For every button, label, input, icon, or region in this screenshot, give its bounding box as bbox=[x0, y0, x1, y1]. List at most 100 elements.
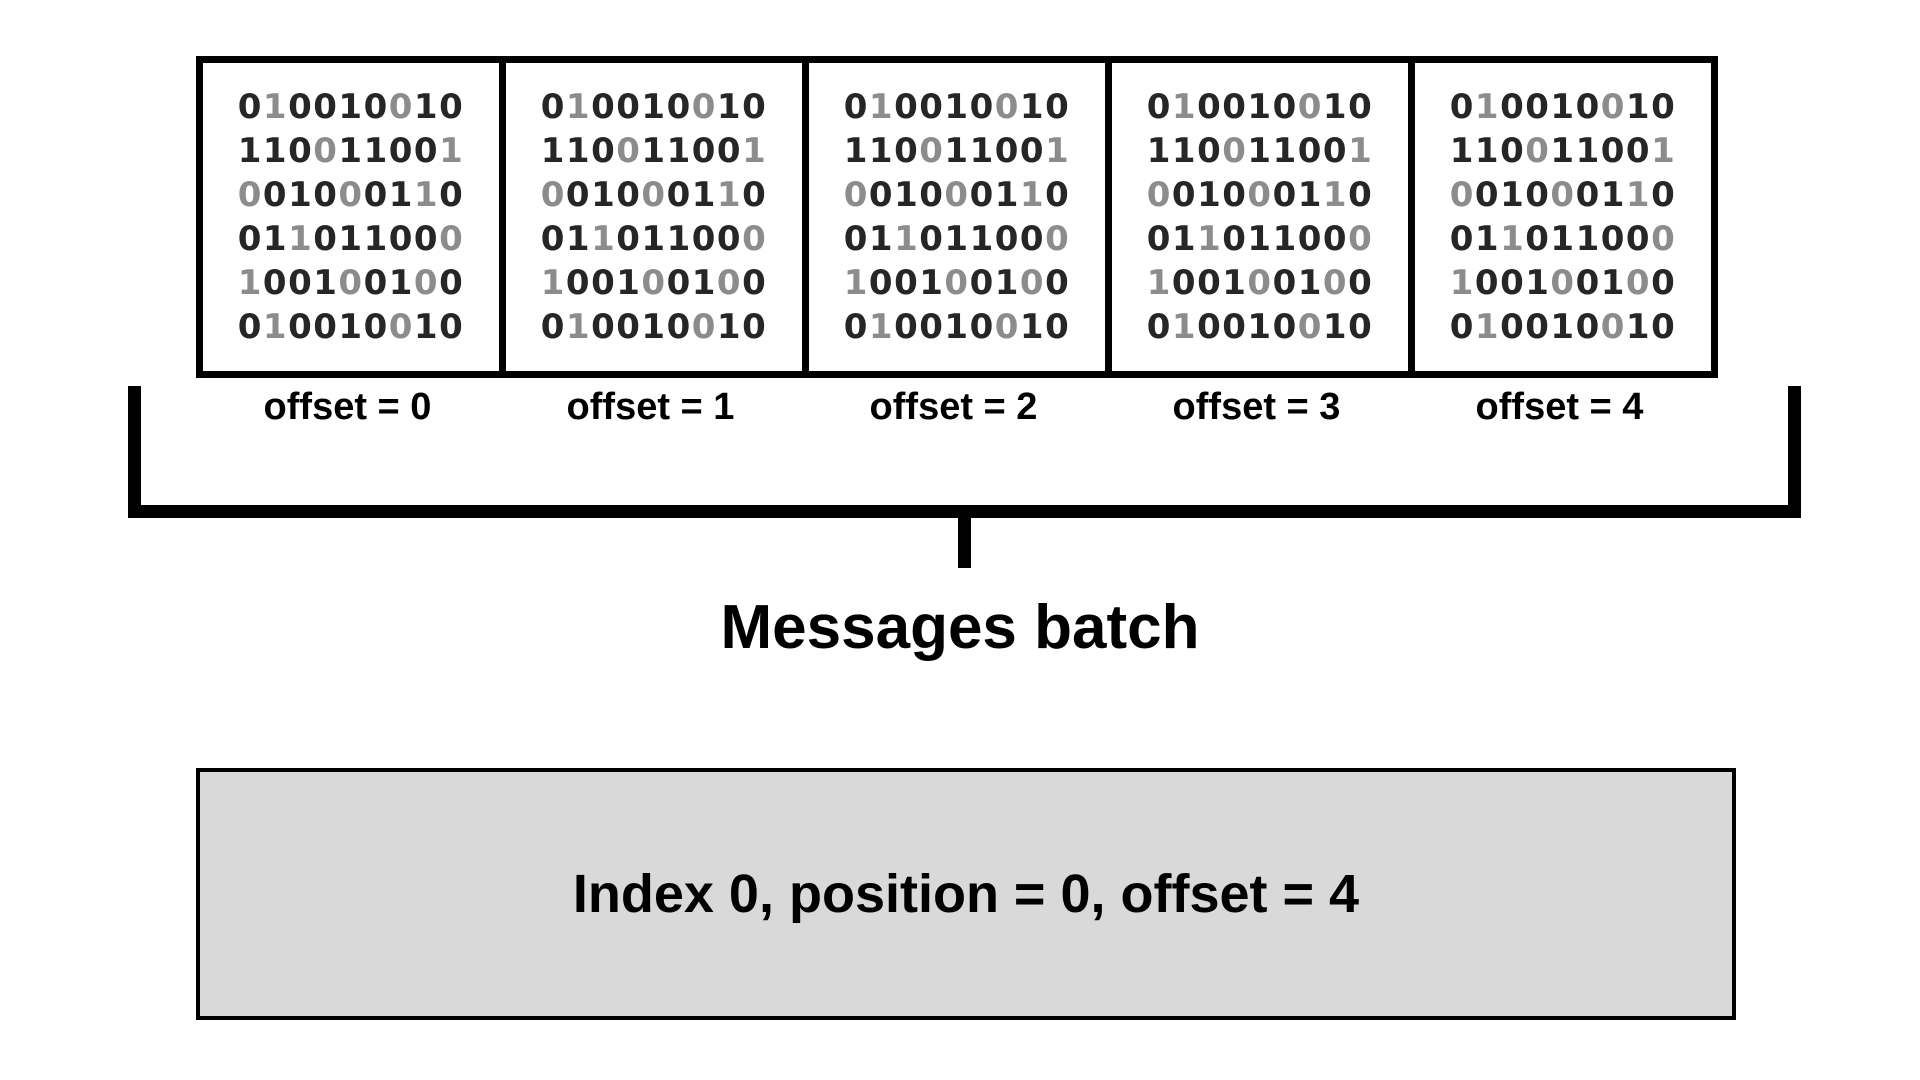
bit-digit: 0 bbox=[868, 175, 895, 215]
bit-digit: 0 bbox=[843, 307, 869, 347]
bit-digit: 0 bbox=[1651, 307, 1677, 347]
bit-digit: 0 bbox=[1625, 219, 1652, 259]
bit-digit: 0 bbox=[313, 307, 339, 347]
bit-digit: 1 bbox=[1171, 219, 1198, 259]
bit-digit: 0 bbox=[237, 307, 263, 347]
bit-digit: 0 bbox=[1525, 87, 1551, 127]
bit-digit: 0 bbox=[1600, 131, 1626, 171]
bit-digit: 1 bbox=[691, 263, 717, 303]
bit-digit: 1 bbox=[716, 307, 743, 347]
bit-digit: 0 bbox=[540, 219, 566, 259]
bit-digit: 1 bbox=[237, 263, 263, 303]
bit-digit: 1 bbox=[716, 87, 743, 127]
bit-digit: 1 bbox=[716, 175, 743, 215]
bit-digit: 1 bbox=[338, 307, 364, 347]
bit-digit: 1 bbox=[413, 87, 440, 127]
bit-digit: 0 bbox=[742, 87, 768, 127]
bit-digit: 0 bbox=[439, 175, 465, 215]
bit-digit: 0 bbox=[1146, 175, 1172, 215]
index-info-box: Index 0, position = 0, offset = 4 bbox=[196, 768, 1736, 1020]
bit-digit: 0 bbox=[1525, 219, 1551, 259]
bit-digit: 1 bbox=[1045, 131, 1071, 171]
bit-digit: 0 bbox=[1550, 175, 1576, 215]
bit-digit: 1 bbox=[1449, 131, 1475, 171]
bit-digit: 0 bbox=[919, 307, 945, 347]
bit-digit: 0 bbox=[1600, 307, 1626, 347]
bit-digit: 1 bbox=[843, 131, 869, 171]
bit-digit: 0 bbox=[1651, 219, 1677, 259]
bit-digit: 1 bbox=[1222, 263, 1248, 303]
bit-digit: 0 bbox=[439, 263, 465, 303]
bit-digit: 1 bbox=[742, 131, 768, 171]
bit-digit: 1 bbox=[843, 263, 869, 303]
bit-digit: 0 bbox=[1045, 219, 1071, 259]
bit-digit: 1 bbox=[1247, 87, 1273, 127]
offset-label: offset = 3 bbox=[1172, 386, 1341, 428]
bit-digit: 0 bbox=[691, 219, 717, 259]
bit-digit: 1 bbox=[1019, 175, 1046, 215]
bit-digit: 0 bbox=[1474, 263, 1501, 303]
bracket-right-arm bbox=[1788, 386, 1801, 518]
bit-digit: 0 bbox=[1500, 87, 1526, 127]
bit-digit: 1 bbox=[540, 263, 566, 303]
bit-digit: 1 bbox=[666, 219, 692, 259]
bits-row: 110011001 bbox=[541, 129, 768, 173]
bit-digit: 0 bbox=[994, 219, 1020, 259]
bits-row: 011011000 bbox=[1450, 217, 1677, 261]
bit-digit: 0 bbox=[313, 131, 339, 171]
bit-digit: 0 bbox=[1575, 263, 1601, 303]
bits-row: 010010010 bbox=[1147, 305, 1374, 349]
bits-row: 100100100 bbox=[1450, 261, 1677, 305]
bit-digit: 0 bbox=[565, 175, 592, 215]
bit-digit: 0 bbox=[894, 263, 920, 303]
bit-digit: 1 bbox=[413, 175, 440, 215]
bit-digit: 0 bbox=[288, 263, 314, 303]
bit-digit: 0 bbox=[388, 87, 414, 127]
bit-digit: 0 bbox=[413, 131, 440, 171]
bit-digit: 0 bbox=[338, 263, 364, 303]
bit-digit: 0 bbox=[1019, 131, 1046, 171]
bit-digit: 1 bbox=[338, 131, 364, 171]
bit-digit: 0 bbox=[288, 307, 314, 347]
bit-digit: 0 bbox=[1272, 175, 1298, 215]
bit-digit: 1 bbox=[388, 175, 414, 215]
bit-digit: 0 bbox=[237, 175, 263, 215]
bit-digit: 0 bbox=[288, 131, 314, 171]
bit-digit: 0 bbox=[1449, 175, 1475, 215]
bit-digit: 0 bbox=[439, 307, 465, 347]
bit-digit: 0 bbox=[1651, 263, 1677, 303]
bit-digit: 0 bbox=[691, 307, 717, 347]
bit-digit: 0 bbox=[944, 175, 970, 215]
bit-digit: 0 bbox=[1525, 175, 1551, 215]
bit-digit: 0 bbox=[1651, 87, 1677, 127]
bit-digit: 0 bbox=[742, 263, 768, 303]
bit-digit: 1 bbox=[439, 131, 465, 171]
bit-digit: 0 bbox=[1272, 87, 1298, 127]
bits-row: 010010010 bbox=[541, 305, 768, 349]
bit-digit: 0 bbox=[1322, 263, 1349, 303]
bit-digit: 0 bbox=[591, 263, 617, 303]
bit-digit: 1 bbox=[1322, 87, 1349, 127]
bit-digit: 0 bbox=[1348, 307, 1374, 347]
bit-digit: 0 bbox=[1146, 307, 1172, 347]
bit-digit: 0 bbox=[994, 87, 1020, 127]
bit-digit: 1 bbox=[262, 219, 289, 259]
bit-digit: 0 bbox=[666, 175, 692, 215]
bit-digit: 0 bbox=[994, 307, 1020, 347]
bit-digit: 1 bbox=[1474, 219, 1501, 259]
bit-digit: 0 bbox=[666, 307, 692, 347]
bit-digit: 1 bbox=[868, 219, 895, 259]
bit-digit: 0 bbox=[262, 175, 289, 215]
bit-digit: 0 bbox=[919, 87, 945, 127]
bit-digit: 0 bbox=[1222, 307, 1248, 347]
bit-digit: 1 bbox=[1247, 307, 1273, 347]
bit-digit: 0 bbox=[1625, 263, 1652, 303]
bit-digit: 1 bbox=[1146, 263, 1172, 303]
bit-digit: 0 bbox=[969, 307, 995, 347]
bit-digit: 0 bbox=[716, 263, 743, 303]
bit-digit: 0 bbox=[843, 175, 869, 215]
bit-digit: 0 bbox=[1247, 263, 1273, 303]
bit-digit: 1 bbox=[565, 131, 592, 171]
